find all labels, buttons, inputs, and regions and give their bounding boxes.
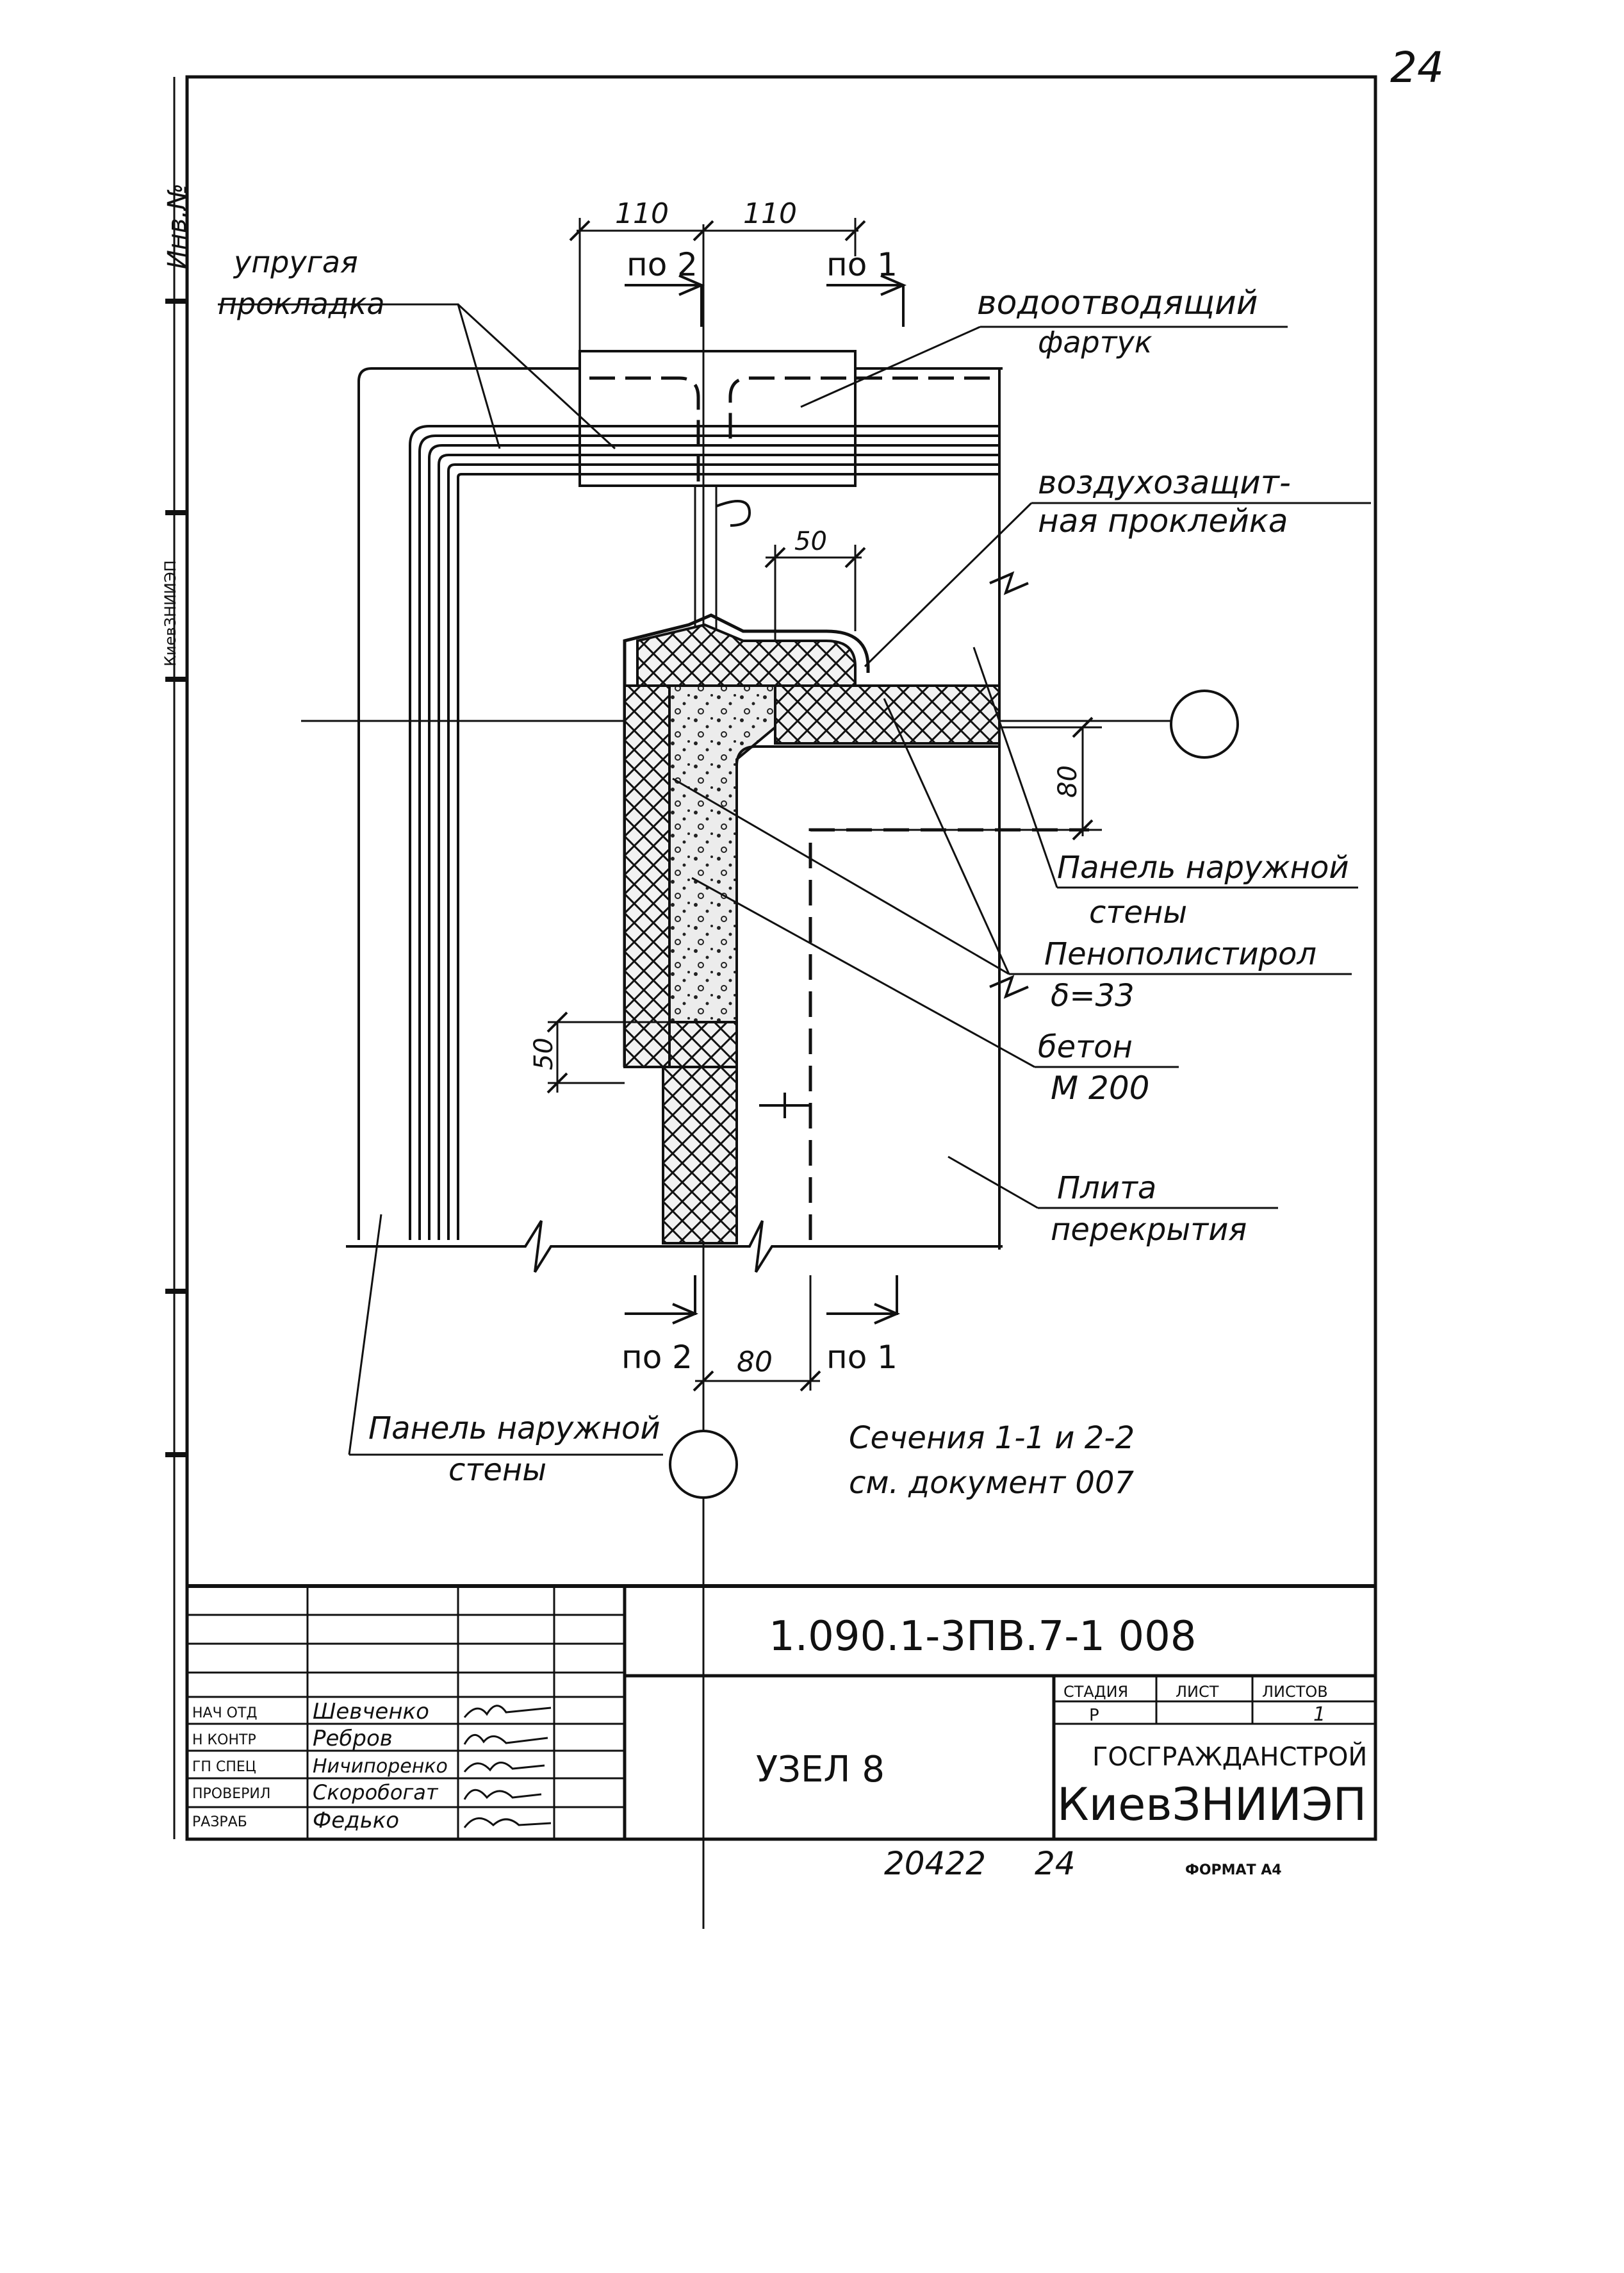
section-markers [625, 274, 907, 1325]
axis-marker-right [1170, 690, 1239, 759]
label-drain-apron-1: водоотводящий [977, 284, 1258, 322]
role-4: РАЗРАБ [192, 1814, 247, 1830]
label-foam-1: Пенополистирол [1044, 936, 1316, 972]
page-number: 24 [1390, 43, 1444, 92]
section-po1-bottom: по 1 [826, 1339, 898, 1376]
note-sections-2: см. документ 007 [849, 1465, 1134, 1501]
dim-80-bottom: 80 [737, 1346, 773, 1378]
label-slab-2: перекрытия [1051, 1212, 1247, 1248]
label-concrete-1: бетон [1038, 1029, 1133, 1065]
axis-marker-bottom [669, 1430, 738, 1499]
outer-panel-outline [357, 367, 1003, 1240]
dim-110-right: 110 [743, 197, 797, 230]
section-po2-top: по 2 [627, 246, 698, 283]
name-4: Федько [313, 1808, 399, 1833]
org-line-1: ГОСГРАЖДАНСТРОЙ [1092, 1741, 1367, 1772]
sheet-header: ЛИСТ [1176, 1683, 1219, 1701]
dimensions [546, 218, 1102, 1392]
label-panel-right-2: стены [1089, 895, 1187, 930]
label-foam-2: δ=33 [1051, 978, 1135, 1014]
label-slab-1: Плита [1057, 1170, 1156, 1206]
margin-ticks [165, 299, 187, 1457]
margin-org-mark: КиевЗНИИЭП [161, 560, 179, 666]
label-drain-apron-2: фартук [1038, 325, 1152, 360]
section-po2-bottom: по 2 [621, 1339, 693, 1376]
inner-panel-corner [735, 745, 999, 1243]
node-title: УЗЕЛ 8 [756, 1749, 885, 1790]
name-1: Ребров [313, 1726, 393, 1751]
elastic-gasket-layers [409, 425, 999, 1240]
dim-110-left: 110 [615, 197, 669, 230]
role-2: ГП СПЕЦ [192, 1759, 256, 1775]
org-line-2: КиевЗНИИЭП [1057, 1778, 1366, 1831]
role-3: ПРОВЕРИЛ [192, 1786, 270, 1802]
doc-code: 1.090.1-3ПВ.7-1 008 [769, 1613, 1197, 1660]
callout-labels: упругая прокладка водоотводящий фартук в… [218, 245, 1349, 1501]
note-sections-1: Сечения 1-1 и 2-2 [849, 1420, 1135, 1456]
signature-roles: НАЧ ОТД Н КОНТР ГП СПЕЦ ПРОВЕРИЛ РАЗРАБ [192, 1705, 270, 1830]
foam-top-band [636, 623, 857, 687]
sheets-header: ЛИСТОВ [1262, 1683, 1328, 1701]
sheet-frame [185, 75, 1377, 1841]
bottom-page: 24 [1035, 1845, 1076, 1882]
label-elastic-gasket-2: прокладка [218, 286, 385, 321]
section-po1-top: по 1 [826, 246, 898, 283]
sheets-value: 1 [1313, 1703, 1325, 1726]
title-block [187, 1584, 1375, 1839]
apron-dashed-left [589, 376, 700, 487]
margin-inv-mark: Инв.№ [163, 183, 192, 269]
gasket-in-apron [580, 425, 855, 475]
signature-names: Шевченко Ребров Ничипоренко Скоробогат Ф… [313, 1699, 448, 1833]
foam-right-band [774, 684, 1001, 745]
bottom-break-line [346, 1219, 1003, 1273]
dim-50-top: 50 [794, 527, 827, 556]
format-label: ФОРМАТ А4 [1185, 1862, 1282, 1878]
foam-left-strip [623, 684, 671, 1068]
label-air-seal-1: воздухозащит- [1038, 464, 1291, 501]
name-0: Шевченко [313, 1699, 429, 1724]
stage-value: Р [1089, 1706, 1099, 1725]
signatures [463, 1705, 552, 1828]
stage-header: СТАДИЯ [1063, 1683, 1128, 1701]
role-0: НАЧ ОТД [192, 1705, 258, 1721]
concrete-infill [668, 684, 776, 1023]
name-3: Скоробогат [313, 1780, 439, 1805]
label-air-seal-2: ная проклейка [1038, 502, 1288, 540]
label-panel-left-2: стены [448, 1452, 546, 1488]
bottom-code: 20422 [884, 1845, 986, 1882]
air-seal-outline [623, 613, 870, 1067]
leader-lines [218, 303, 1371, 1456]
label-panel-left-1: Панель наружной [368, 1410, 660, 1446]
role-1: Н КОНТР [192, 1732, 256, 1748]
dim-80-right: 80 [1053, 765, 1083, 798]
name-2: Ничипоренко [313, 1755, 448, 1778]
foam-bottom-stem [662, 1066, 738, 1244]
apron-dashed-right [728, 376, 990, 449]
dim-50-left: 50 [529, 1037, 559, 1070]
label-elastic-gasket-1: упругая [233, 245, 358, 279]
label-panel-right-1: Панель наружной [1057, 850, 1349, 886]
node-drawing [301, 224, 1239, 1929]
label-concrete-2: М 200 [1051, 1070, 1149, 1107]
